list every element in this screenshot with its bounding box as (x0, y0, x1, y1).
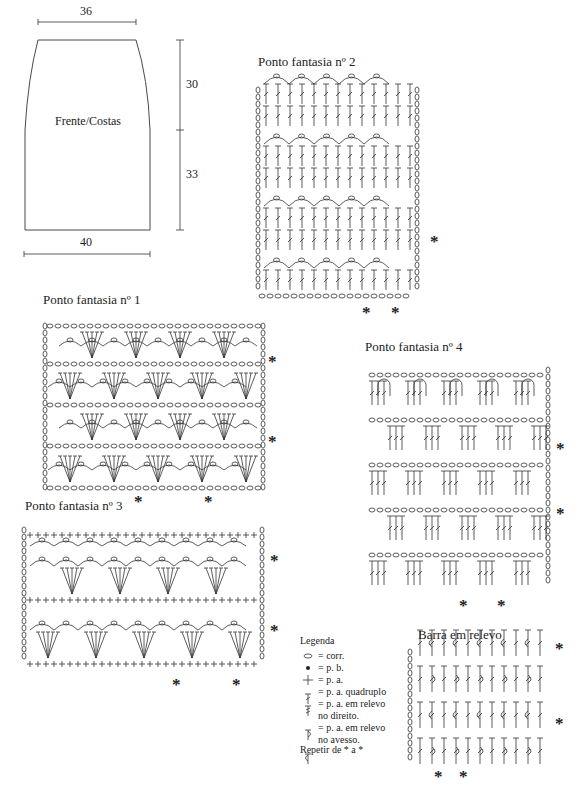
repeat-mark: * (270, 622, 279, 639)
repeat-mark: * (362, 304, 371, 321)
chart-strokes (22, 74, 550, 764)
repeat-mark: * (270, 552, 279, 569)
dimension: 30 (186, 78, 198, 92)
legend-entry: = p. b. (318, 662, 396, 674)
chart-title: Ponto fantasia nº 1 (43, 293, 141, 308)
legend-title: Legenda (300, 635, 334, 647)
dimension: 33 (186, 168, 198, 182)
repeat-mark: * (459, 597, 468, 614)
repeat-mark: * (434, 768, 443, 785)
repeat-mark: * (555, 640, 564, 657)
repeat-mark: * (204, 493, 213, 510)
repeat-mark: * (391, 304, 400, 321)
chart-title: Ponto fantasia nº 3 (25, 499, 123, 514)
repeat-mark: * (555, 715, 564, 732)
dimension: 40 (80, 236, 92, 250)
chart-title: Ponto fantasia nº 4 (365, 340, 463, 355)
repeat-mark: * (497, 597, 506, 614)
legend-entry: = corr. (318, 650, 396, 662)
legend-entry: = p. a. em relevo no avesso. (318, 722, 396, 746)
legend-note: Repetir de * a * (300, 744, 363, 756)
repeat-mark: * (459, 768, 468, 785)
skirt-outline (22, 38, 154, 232)
legend-entry: = p. a. em relevo no direito. (318, 698, 396, 722)
repeat-mark: * (430, 233, 439, 250)
repeat-mark: * (134, 493, 143, 510)
legend-entry: = p. a. (318, 674, 396, 686)
chart-title: Ponto fantasia nº 2 (258, 55, 356, 70)
repeat-mark: * (556, 505, 565, 522)
piece-name: Frente/Costas (55, 114, 121, 129)
repeat-mark: * (172, 676, 181, 693)
repeat-mark: * (556, 440, 565, 457)
legend-entry: = p. a. quadruplo (318, 686, 396, 698)
slip-stitch-dot (306, 666, 310, 670)
repeat-mark: * (268, 353, 277, 370)
chart-title: Barra em relevo (418, 628, 502, 643)
dimension: 36 (80, 5, 92, 19)
dimension-lines (24, 19, 184, 257)
repeat-mark: * (268, 433, 277, 450)
repeat-mark: * (232, 676, 241, 693)
skirt-piece: Frente/Costas (22, 38, 154, 232)
